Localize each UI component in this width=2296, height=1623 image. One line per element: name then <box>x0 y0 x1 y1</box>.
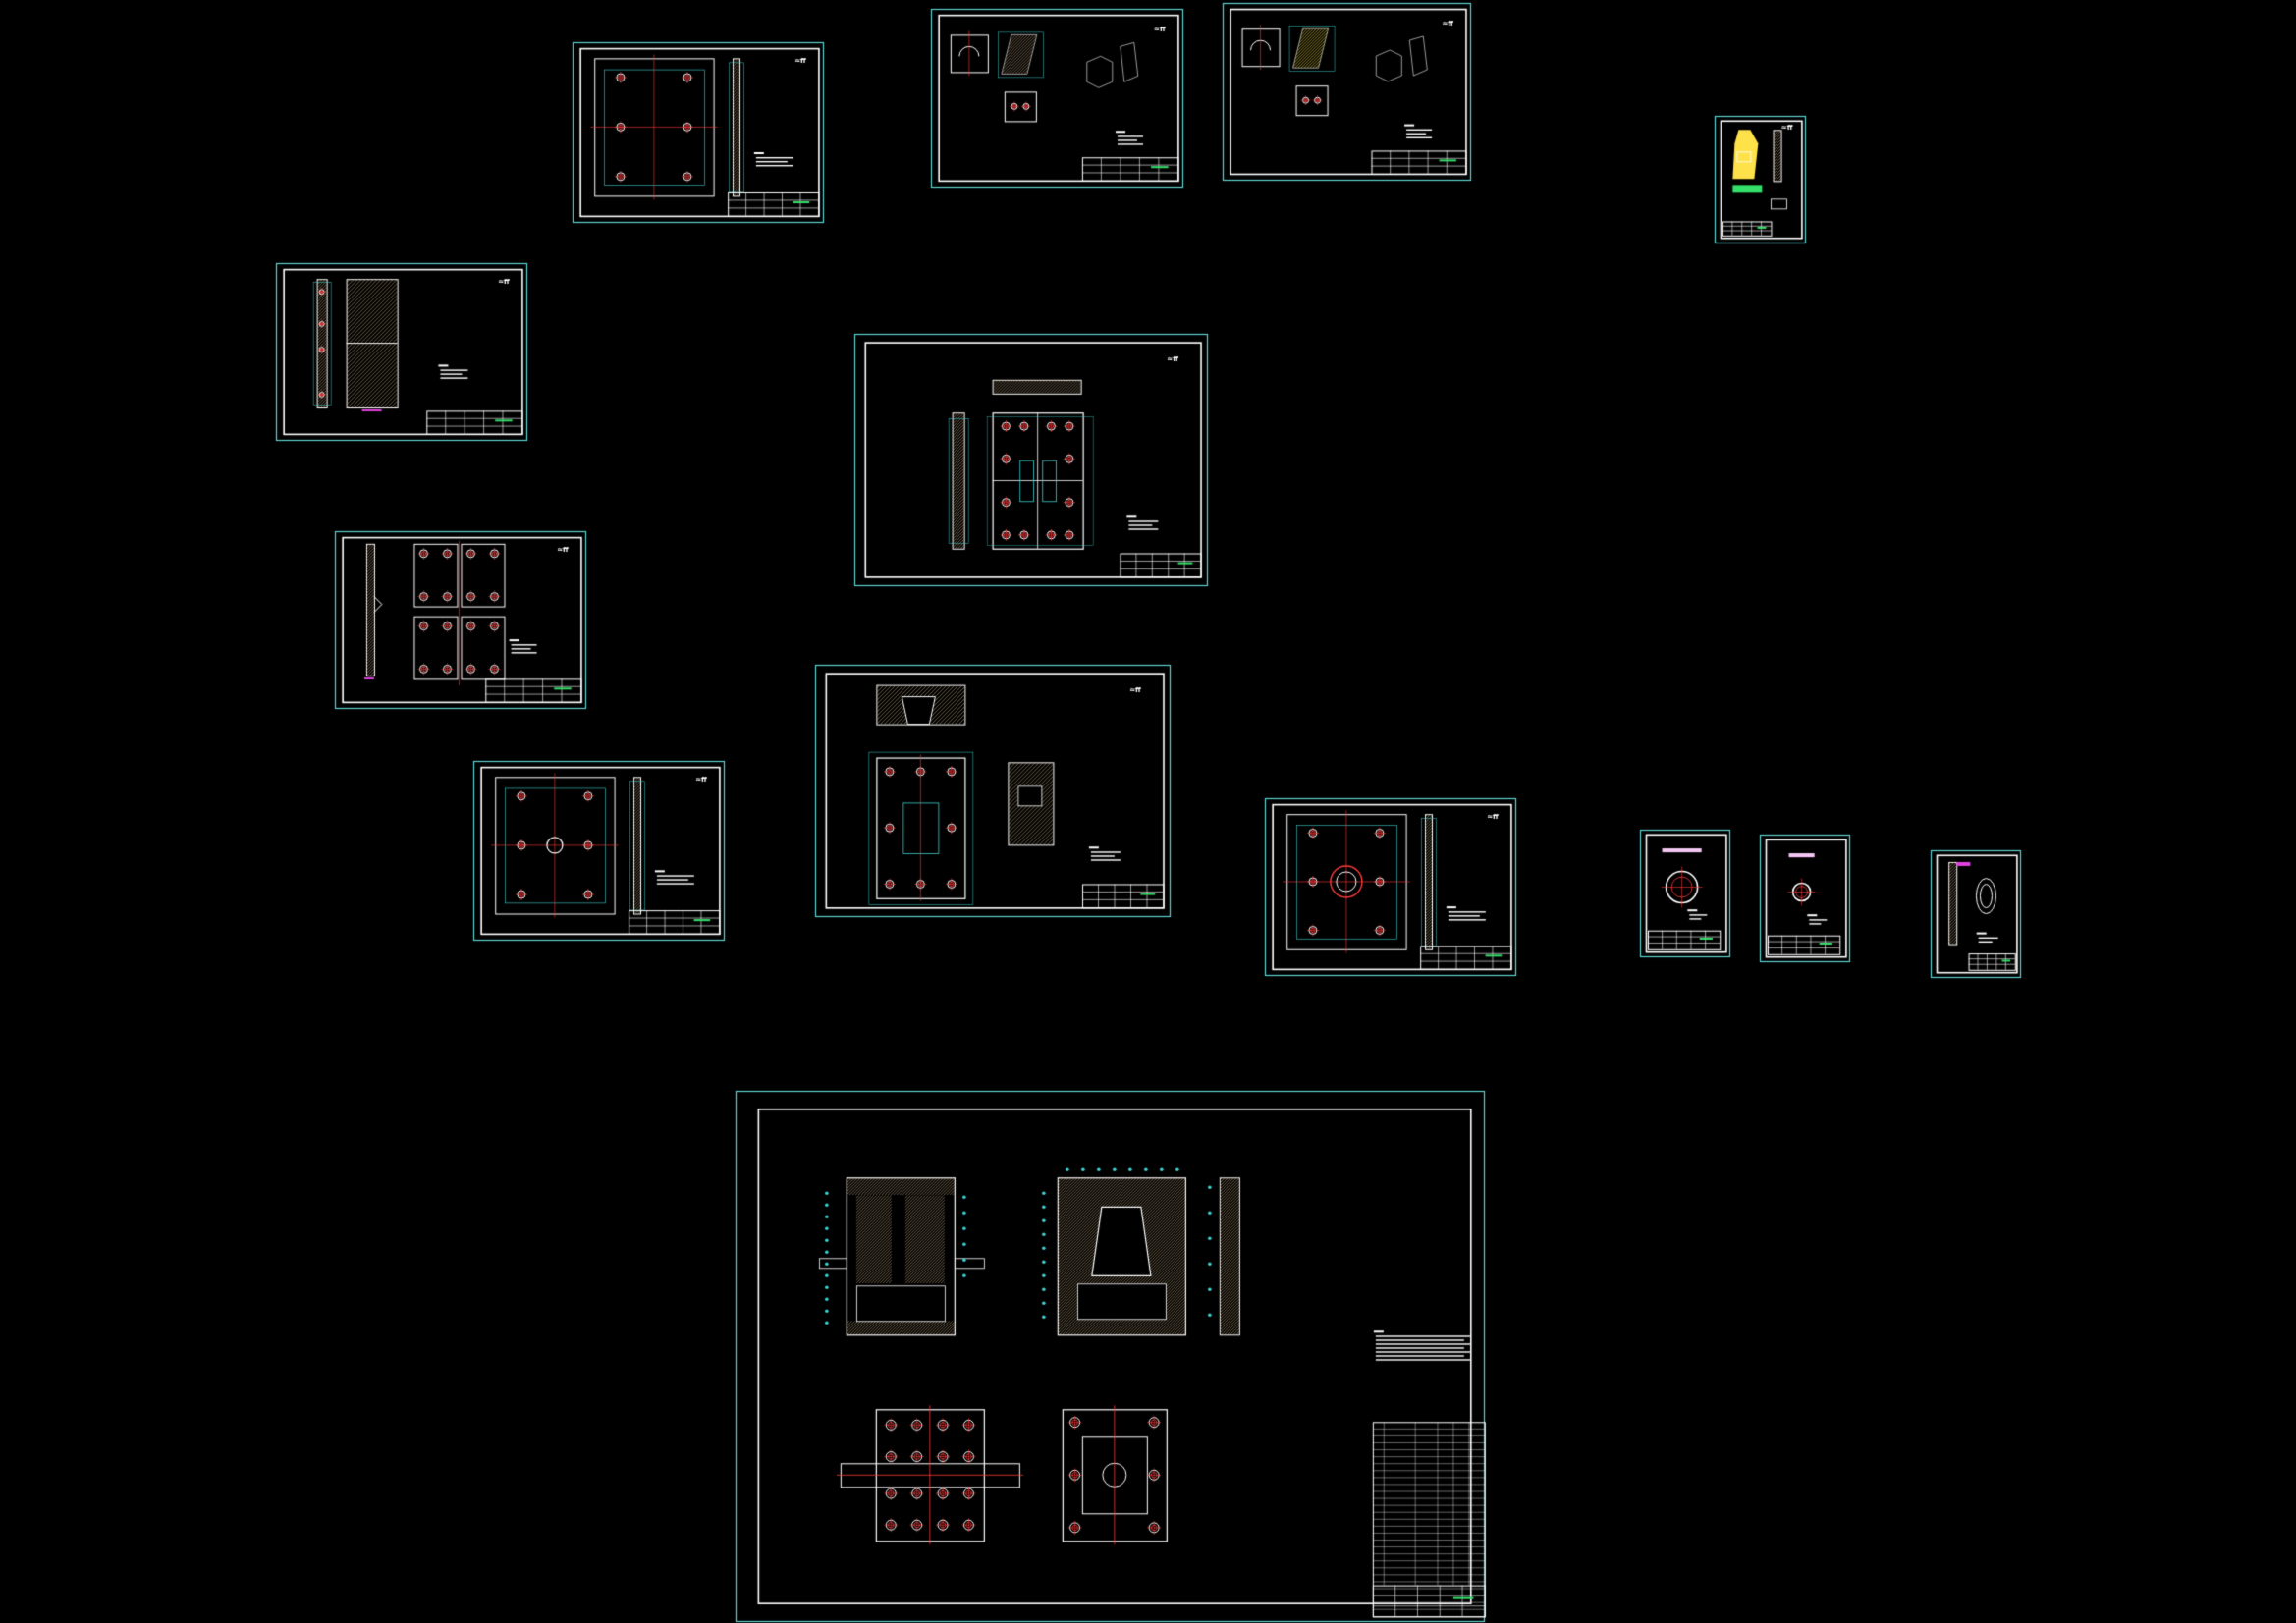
sheet-split-insert[interactable] <box>335 531 585 708</box>
sheet-slider-top[interactable] <box>931 9 1182 187</box>
sheet-slider-hatched[interactable] <box>1223 3 1470 180</box>
sheet-bush-plate[interactable] <box>1265 798 1515 975</box>
sheet-ring-part[interactable] <box>1640 830 1729 956</box>
sheet-ring-part-2[interactable] <box>1760 835 1849 961</box>
sheet-main-assembly[interactable] <box>736 1091 1484 1621</box>
sheet-small-yellow[interactable] <box>1715 116 1805 243</box>
sheet-top-plate[interactable] <box>573 42 823 222</box>
sheet-core-plate[interactable] <box>473 761 724 940</box>
sheet-long-insert[interactable] <box>276 263 526 440</box>
sheet-profile-part[interactable] <box>1931 850 2020 977</box>
sheet-cavity-assembly[interactable] <box>854 334 1207 585</box>
sheet-cavity-section[interactable] <box>815 665 1170 916</box>
